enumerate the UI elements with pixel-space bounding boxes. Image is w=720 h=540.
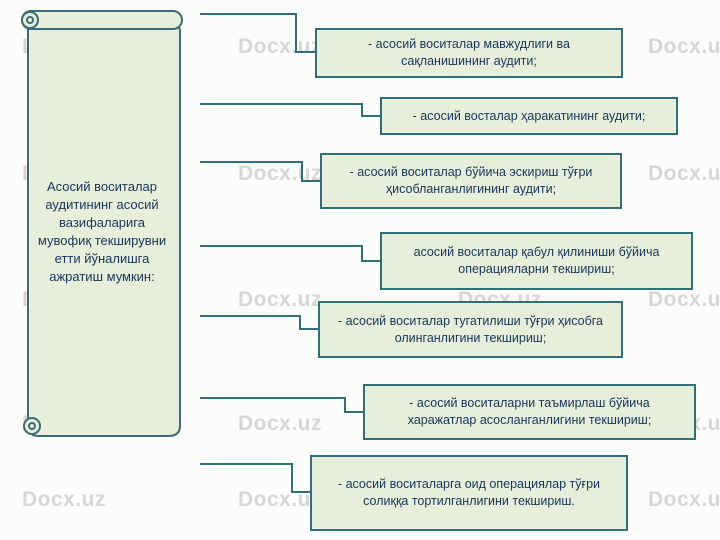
task-box-5: - асосий воситалар тугатилиши тўғри ҳисо… [318, 301, 623, 358]
watermark: Docx.uz [238, 488, 323, 511]
watermark: Docx.uz [648, 288, 720, 311]
task-box-6: - асосий воситаларни таъмирлаш бўйича ха… [363, 384, 696, 440]
watermark: Docx.uz [648, 488, 720, 511]
task-box-4: асосий воситалар қабул қилиниши бўйича о… [380, 232, 693, 290]
watermark: Docx.uz [238, 162, 323, 185]
scroll-shape: Асосий воситалар аудитининг асосий вазиф… [16, 8, 188, 448]
scroll-text: Асосий воситалар аудитининг асосий вазиф… [37, 179, 167, 284]
watermark: Docx.uz [648, 162, 720, 185]
watermark: Docx.uz [238, 35, 323, 58]
scroll-shape-graphic [21, 10, 183, 437]
watermark: Docx.uz [238, 412, 323, 435]
watermark: Docx.uz [22, 488, 107, 511]
task-box-3: - асосий воситалар бўйича эскириш тўғри … [320, 153, 622, 209]
task-box-2: - асосий восталар ҳаракатининг аудити; [380, 97, 678, 135]
watermark: Docx.uz [238, 288, 323, 311]
task-box-7: - асосий воситаларга оид операциялар тўғ… [310, 455, 628, 531]
watermark: Docx.uz [648, 35, 720, 58]
task-box-1: - асосий воситалар мавжудлиги ва сақлани… [315, 28, 623, 78]
